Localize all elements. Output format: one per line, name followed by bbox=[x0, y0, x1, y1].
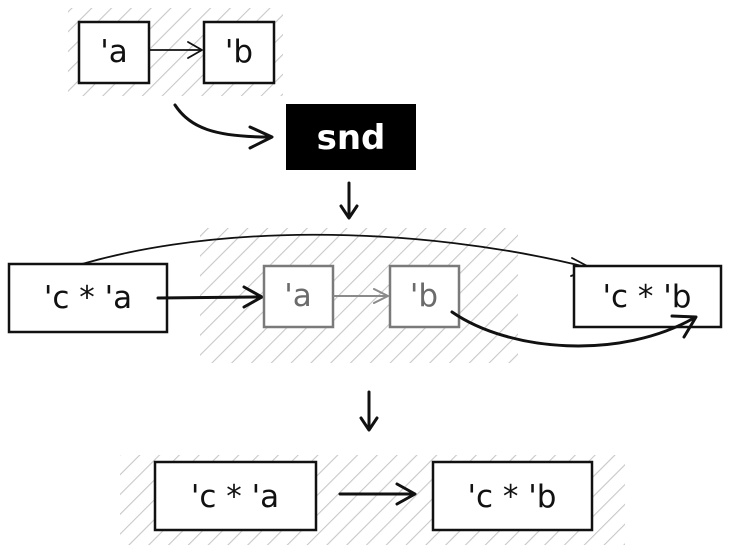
bottom-box-left: 'c * 'a bbox=[153, 460, 318, 532]
snd-label-block: snd bbox=[286, 104, 416, 170]
arrow-input-to-a bbox=[156, 285, 264, 309]
arrow-to-snd bbox=[173, 103, 274, 150]
middle-input-label: 'c * 'a bbox=[44, 280, 132, 316]
bottom-box-left-label: 'c * 'a bbox=[191, 479, 279, 515]
middle-inner-box-a: 'a bbox=[262, 264, 335, 329]
snd-label: snd bbox=[317, 118, 386, 158]
middle-output-label: 'c * 'b bbox=[603, 279, 692, 315]
top-box-a: 'a bbox=[77, 20, 151, 85]
top-box-a-label: 'a bbox=[100, 34, 128, 70]
top-box-b: 'b bbox=[202, 20, 276, 85]
arrow-b-to-output bbox=[450, 310, 698, 348]
middle-input-box: 'c * 'a bbox=[7, 262, 169, 334]
down-arrow-2 bbox=[359, 390, 379, 432]
middle-inner-b-label: 'b bbox=[410, 278, 438, 314]
down-arrow-1 bbox=[339, 181, 359, 220]
arrow-inner-a-to-b bbox=[333, 288, 389, 304]
bottom-box-right: 'c * 'b bbox=[431, 460, 594, 532]
top-box-b-label: 'b bbox=[225, 34, 253, 70]
bottom-box-right-label: 'c * 'b bbox=[468, 479, 557, 515]
middle-inner-box-b: 'b bbox=[388, 264, 461, 329]
middle-output-box: 'c * 'b bbox=[572, 264, 723, 329]
top-arrow-a-to-b bbox=[149, 41, 203, 59]
arrow-bottom bbox=[338, 482, 417, 506]
middle-inner-a-label: 'a bbox=[284, 278, 312, 314]
